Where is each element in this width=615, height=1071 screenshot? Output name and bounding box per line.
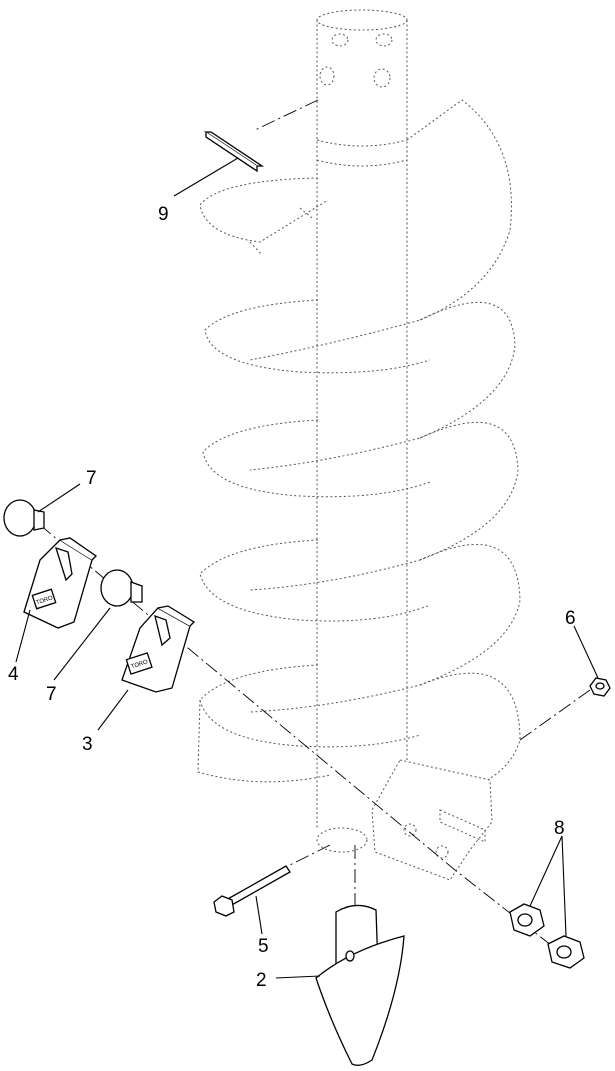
tooth-mark-label: TORO bbox=[130, 659, 149, 670]
tooth-mark-label: TORO bbox=[35, 595, 54, 606]
tooth-part-4: TORO bbox=[23, 537, 98, 629]
nut-part-8-lower bbox=[547, 935, 585, 969]
assembly-center-lines bbox=[39, 99, 591, 961]
callout-leaders bbox=[15, 157, 599, 979]
callout-2: 2 bbox=[256, 970, 267, 991]
callout-labels: 9 7 4 7 3 6 8 5 2 bbox=[8, 204, 576, 991]
auger-shaft bbox=[316, 9, 408, 830]
nut-part-8-upper bbox=[509, 903, 545, 937]
tooth-part-3: TORO bbox=[121, 605, 196, 693]
tooth-holder-bracket bbox=[316, 759, 493, 881]
bolt-part-5 bbox=[213, 865, 291, 917]
callout-3: 3 bbox=[82, 734, 93, 755]
callout-4: 4 bbox=[8, 664, 19, 685]
callout-6: 6 bbox=[565, 608, 576, 629]
nut-part-6 bbox=[589, 677, 611, 697]
callout-5: 5 bbox=[258, 936, 269, 957]
tooth-insert-part-7-upper bbox=[3, 499, 45, 537]
callout-9: 9 bbox=[158, 204, 169, 225]
callout-7-lower: 7 bbox=[46, 684, 57, 705]
pilot-point-part-2 bbox=[315, 904, 405, 1066]
key-part-9 bbox=[203, 131, 265, 173]
callout-7-upper: 7 bbox=[86, 468, 97, 489]
auger-flighting bbox=[197, 99, 521, 801]
callout-8: 8 bbox=[554, 818, 565, 839]
tooth-insert-part-7-lower bbox=[100, 569, 143, 607]
